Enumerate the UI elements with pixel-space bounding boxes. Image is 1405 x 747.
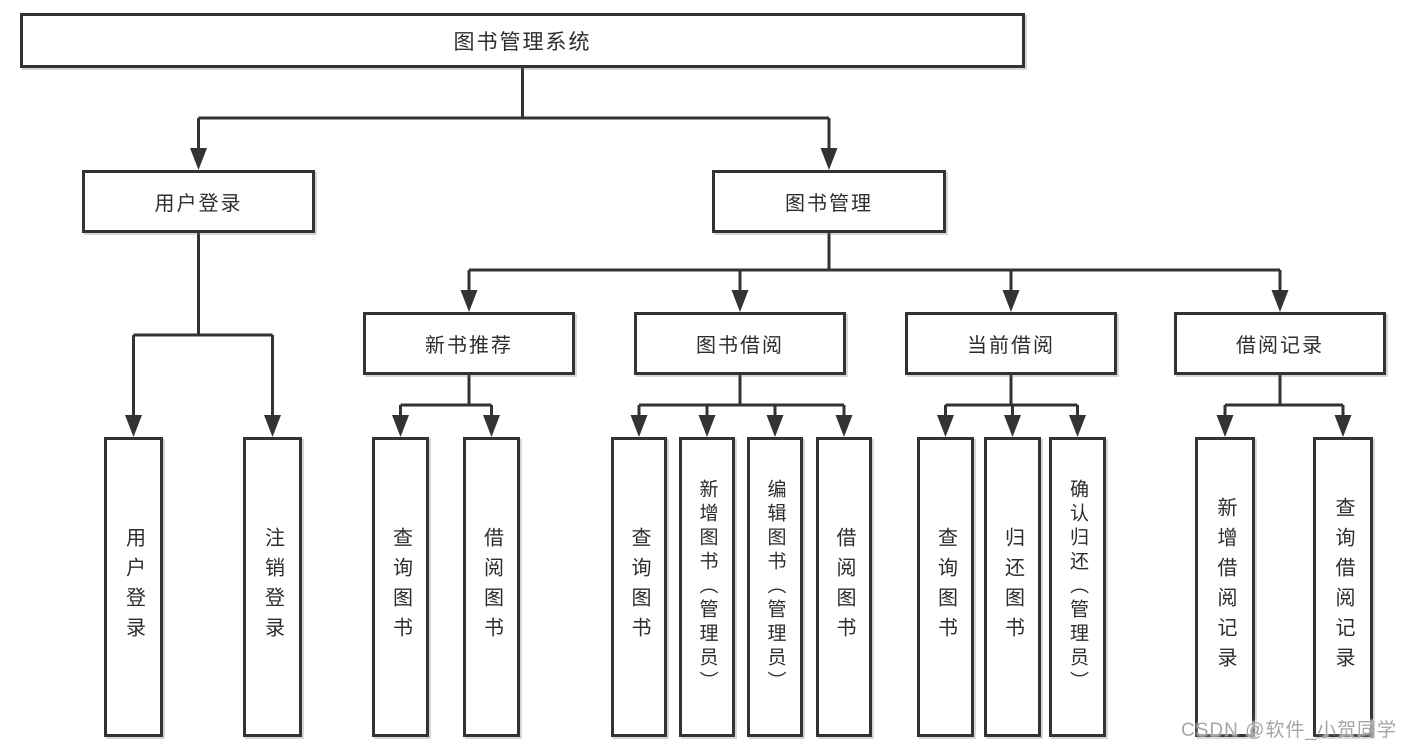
leaf-bb-query-books: 查询图书: [611, 437, 667, 737]
leaf-cb-confirm-return-admin: 确认归还（管理员）: [1049, 437, 1106, 737]
leaf-cb-query-books: 查询图书: [917, 437, 974, 737]
leaf-br-query-record: 查询借阅记录: [1313, 437, 1373, 737]
node-book-borrowing-label: 图书借阅: [696, 335, 784, 357]
csdn-watermark: CSDN @软件_小贺同学: [1181, 720, 1397, 741]
node-user-login: 用户登录: [82, 170, 315, 233]
leaf-bb-borrow-books: 借阅图书: [816, 437, 872, 737]
leaf-cb-confirm-return-admin-label: 确认归还（管理员）: [1067, 479, 1088, 695]
node-root-label: 图书管理系统: [453, 30, 592, 54]
leaf-bb-borrow-books-label: 借阅图书: [833, 527, 855, 647]
node-root: 图书管理系统: [20, 13, 1025, 68]
leaf-br-add-record-label: 新增借阅记录: [1214, 497, 1236, 677]
leaf-cb-return-books-label: 归还图书: [1001, 527, 1024, 647]
node-book-borrowing: 图书借阅: [634, 312, 846, 375]
leaf-cb-query-books-label: 查询图书: [934, 527, 957, 647]
leaf-user-login: 用户登录: [104, 437, 163, 737]
leaf-br-query-record-label: 查询借阅记录: [1332, 497, 1354, 677]
leaf-bb-add-books-admin: 新增图书（管理员）: [679, 437, 735, 737]
leaf-logout: 注销登录: [243, 437, 302, 737]
leaf-bb-edit-books-admin: 编辑图书（管理员）: [747, 437, 803, 737]
leaf-nbr-borrow-books-label: 借阅图书: [480, 527, 503, 647]
leaf-logout-label: 注销登录: [261, 527, 284, 647]
leaf-bb-edit-books-admin-label: 编辑图书（管理员）: [764, 479, 786, 695]
leaf-nbr-borrow-books: 借阅图书: [463, 437, 520, 737]
node-current-borrowing-label: 当前借阅: [967, 335, 1055, 357]
leaf-cb-return-books: 归还图书: [984, 437, 1041, 737]
leaf-nbr-query-books-label: 查询图书: [389, 527, 412, 647]
leaf-user-login-label: 用户登录: [122, 527, 145, 647]
node-new-book-recommend-label: 新书推荐: [425, 335, 513, 357]
leaf-bb-add-books-admin-label: 新增图书（管理员）: [696, 479, 718, 695]
leaf-br-add-record: 新增借阅记录: [1195, 437, 1255, 737]
node-borrowing-records: 借阅记录: [1174, 312, 1386, 375]
node-new-book-recommend: 新书推荐: [363, 312, 575, 375]
node-book-management: 图书管理: [712, 170, 946, 233]
node-current-borrowing: 当前借阅: [905, 312, 1117, 375]
leaf-bb-query-books-label: 查询图书: [628, 527, 650, 647]
node-borrowing-records-label: 借阅记录: [1236, 335, 1324, 357]
node-book-management-label: 图书管理: [785, 193, 873, 215]
node-user-login-label: 用户登录: [154, 193, 243, 215]
leaf-nbr-query-books: 查询图书: [372, 437, 429, 737]
